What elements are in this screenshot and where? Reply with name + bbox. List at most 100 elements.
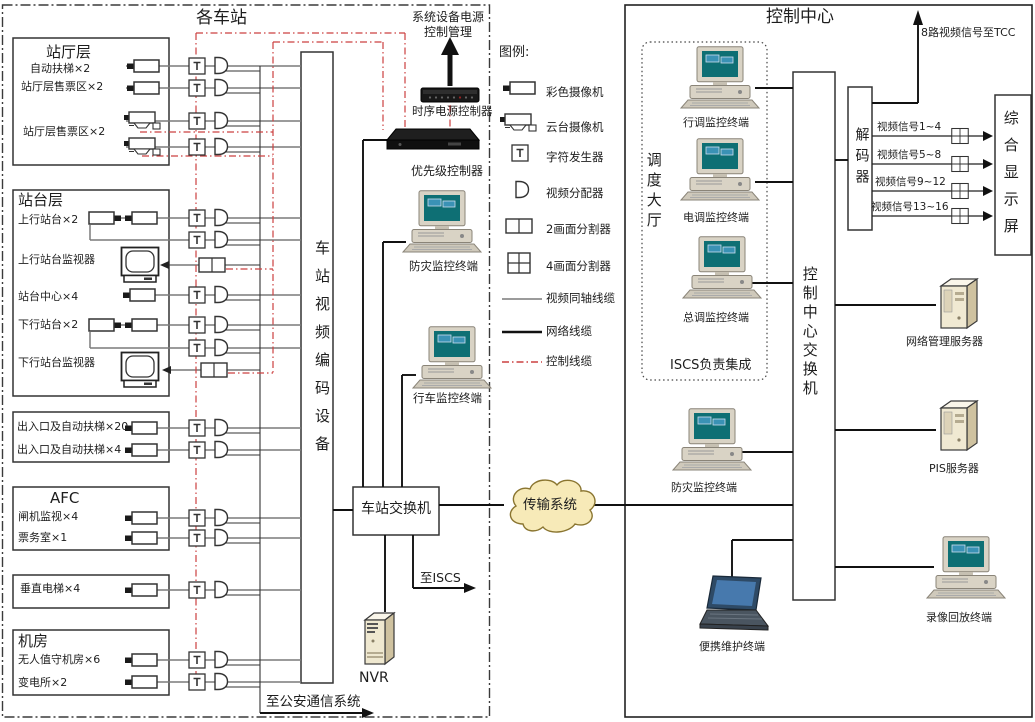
chargen-icon: [188, 57, 206, 75]
hall-item: 站厅层售票区×2: [23, 125, 106, 138]
camera-icon: [124, 675, 158, 689]
terminal-icon: [926, 536, 1006, 600]
distributor-icon: [212, 208, 229, 227]
hall-box-title: 站厅层: [46, 43, 92, 61]
afc-item: 闸机监视×4: [18, 510, 79, 523]
legend-title: 图例:: [499, 45, 530, 60]
control-line-swatch: [502, 361, 542, 363]
station-region-border: [1, 4, 491, 718]
entrance-item: 出入口及自动扶梯×20: [17, 420, 129, 433]
decoder-label: 解码器: [853, 127, 870, 190]
camera-icon: [126, 81, 160, 95]
chargen-icon: [188, 316, 206, 334]
distributor-icon: [212, 672, 229, 691]
legend-label: 4画面分割器: [546, 259, 611, 273]
station-hall-box: [12, 37, 170, 166]
chargen-icon: [188, 231, 206, 249]
camera-icon: [126, 59, 160, 73]
ptz-camera-icon: [124, 110, 162, 132]
splitter4-icon: [951, 206, 969, 226]
coax-line-swatch: [502, 298, 542, 300]
hall-item: 自动扶梯×2: [30, 62, 91, 75]
priority-label: 优先级控制器: [411, 164, 484, 178]
splitter2-icon: [198, 257, 226, 273]
chargen-icon: [188, 339, 206, 357]
chargen-icon: [188, 651, 206, 669]
camera-icon: [124, 653, 158, 667]
power-controller-icon: [420, 83, 480, 105]
distributor-icon: [513, 180, 530, 199]
server-icon: [936, 274, 982, 332]
video-signal-label: 视频信号9~12: [875, 176, 946, 188]
distributor-icon: [212, 650, 229, 669]
cc-switch-label: 控制中心交换机: [800, 266, 819, 399]
encoder-label: 车站视频编码设备: [313, 240, 331, 464]
laptop-icon: [698, 574, 772, 636]
station-region-title: 各车站: [196, 8, 247, 28]
machine-item: 变电所×2: [18, 676, 68, 689]
distributor-icon: [212, 508, 229, 527]
iscs-note-label: ISCS负责集成: [670, 358, 752, 373]
monitor-icon: [120, 246, 160, 284]
chargen-icon: [188, 509, 206, 527]
cc-disaster-label: 防灾监控终端: [671, 481, 737, 494]
platform-item: 下行站台监视器: [18, 356, 95, 369]
network-line-swatch: [502, 330, 542, 334]
distributor-icon: [212, 137, 229, 156]
distributor-icon: [212, 230, 229, 249]
train-terminal-label: 行车监控终端: [413, 391, 482, 405]
control-center-border: [624, 4, 1033, 718]
machine-box-title: 机房: [18, 632, 49, 650]
platform-item: 上行站台×2: [18, 213, 79, 226]
camera-icon: [124, 421, 158, 435]
station-switch-box: [352, 486, 440, 536]
display-label: 综合显示屏: [1001, 110, 1020, 245]
camera-icon: [88, 318, 122, 332]
chargen-icon: [188, 673, 206, 691]
tcc-label: 8路视频信号至TCC: [921, 26, 1016, 39]
chargen-icon: [188, 112, 206, 130]
video-signal-label: 视频信号5~8: [877, 149, 942, 161]
playback-terminal-label: 录像回放终端: [926, 611, 992, 624]
terminal-icon: [412, 326, 492, 390]
terminal-icon: [682, 236, 762, 300]
platform-item: 下行站台×2: [18, 318, 79, 331]
control-center-title: 控制中心: [766, 7, 834, 27]
distributor-icon: [212, 315, 229, 334]
terminal-icon: [680, 138, 760, 202]
chargen-icon: [188, 79, 206, 97]
nvr-label: NVR: [359, 670, 389, 686]
legend-label: 控制线缆: [546, 354, 592, 368]
splitter4-icon: [951, 181, 969, 201]
chargen-icon: [188, 209, 206, 227]
legend-label: 视频同轴线缆: [546, 291, 615, 305]
distributor-icon: [212, 285, 229, 304]
cc-terminal-label: 行调监控终端: [683, 116, 749, 129]
power-mgmt-label: 系统设备电源控制管理: [411, 10, 484, 39]
elevator-box: [12, 574, 170, 609]
terminal-icon: [402, 190, 482, 254]
machine-room-box: [12, 629, 170, 696]
splitter4-icon: [951, 126, 969, 146]
video-signal-label: 视频信号13~16: [871, 201, 949, 213]
legend-label: 网络线缆: [546, 324, 592, 338]
maintain-terminal-label: 便携维护终端: [699, 640, 765, 653]
camera-icon: [502, 81, 536, 95]
platform-box-title: 站台层: [18, 191, 64, 209]
legend-label: 字符发生器: [546, 150, 604, 164]
terminal-icon: [680, 46, 760, 110]
cc-switch-box: [792, 71, 836, 601]
decoder-box: [847, 86, 873, 231]
hall-item: 站厅层售票区×2: [21, 80, 104, 93]
legend-label: 云台摄像机: [546, 120, 604, 134]
machine-item: 无人值守机房×6: [18, 653, 101, 666]
monitor-icon: [120, 351, 160, 389]
legend-label: 彩色摄像机: [546, 85, 604, 99]
to-iscs-label: 至ISCS: [420, 570, 461, 585]
cloud-label: 传输系统: [523, 497, 577, 513]
camera-icon: [124, 211, 158, 225]
distributor-icon: [212, 338, 229, 357]
station-encoder-box: [300, 51, 334, 684]
distributor-icon: [212, 440, 229, 459]
